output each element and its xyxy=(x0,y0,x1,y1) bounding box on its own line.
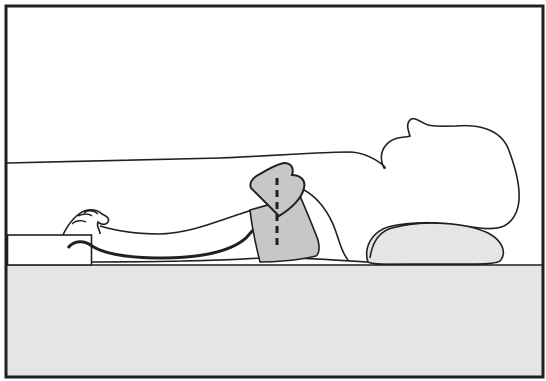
cuff-tube xyxy=(66,226,257,260)
pillow-shape xyxy=(365,221,505,265)
hand-support-block xyxy=(6,234,93,266)
table-surface xyxy=(7,265,542,376)
hand-outline xyxy=(61,209,110,238)
shoulder-line xyxy=(299,187,349,261)
blood-pressure-cuff xyxy=(249,195,320,263)
fingers-outline xyxy=(71,210,99,225)
body-outline xyxy=(7,117,520,259)
heart-shape xyxy=(249,161,306,218)
